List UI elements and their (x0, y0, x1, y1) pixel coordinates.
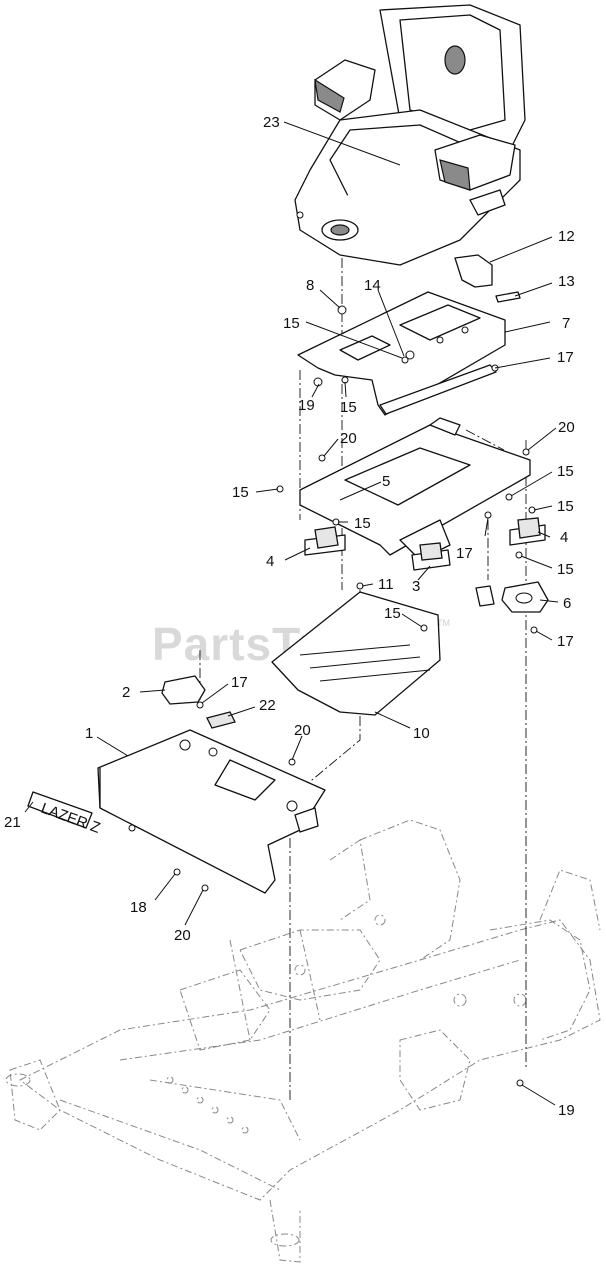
seat-assembly (294, 4, 526, 266)
hw-19a (318, 454, 326, 462)
callout-8: 8 (306, 277, 314, 294)
callout-20a: 20 (294, 722, 311, 739)
part-16-slide-rail (379, 364, 497, 415)
part-13-bolt (495, 291, 521, 303)
part-17-clip (475, 585, 495, 607)
part-2-bracket (161, 675, 206, 705)
hw-19b (522, 448, 530, 456)
callout-16: 17 (557, 349, 574, 366)
leader-lines (24, 121, 559, 1106)
part-1-console-panel (97, 729, 326, 894)
callout-18: 19 (298, 397, 315, 414)
callout-17b: 17 (557, 633, 574, 650)
callout-17c: 17 (231, 674, 248, 691)
callout-7: 7 (562, 315, 570, 332)
callout-15c: 15 (557, 463, 574, 480)
part-4-isolator-left (304, 526, 346, 556)
watermark-trademark: TM (437, 618, 450, 628)
callout-11: 11 (378, 576, 394, 593)
callout-10: 10 (413, 725, 430, 742)
hw-17b (530, 626, 538, 634)
hw-17c (196, 701, 204, 709)
callout-17a: 17 (456, 545, 473, 562)
callout-15f: 15 (354, 515, 371, 532)
part-21-decal: LAZER Z (27, 791, 102, 837)
callout-22: 22 (259, 697, 276, 714)
part-22-decal (206, 711, 236, 729)
part-12-bracket (454, 254, 493, 288)
callout-15d: 15 (232, 484, 249, 501)
callout-5: 5 (382, 473, 390, 490)
hw-20b (201, 884, 209, 892)
callout-4a: 4 (266, 553, 274, 570)
part-3-isolator (411, 542, 451, 571)
callout-21: 21 (4, 814, 21, 831)
hw-15h (420, 624, 428, 632)
callout-20b: 20 (174, 927, 191, 944)
callout-19a: 20 (340, 430, 357, 447)
callout-19b: 20 (558, 419, 575, 436)
callout-23: 23 (263, 114, 280, 131)
callout-15a: 15 (283, 315, 300, 332)
part-4-isolator-right (509, 517, 546, 546)
callout-1: 1 (85, 725, 93, 742)
hw-15g (515, 551, 523, 559)
callout-3: 3 (412, 578, 420, 595)
hw-15d (505, 493, 513, 501)
callout-15e: 15 (557, 498, 574, 515)
callout-15b: 15 (340, 399, 357, 416)
callout-12: 12 (558, 228, 575, 245)
callout-4b: 4 (560, 529, 568, 546)
callout-2: 2 (122, 684, 130, 701)
callout-labels: 23 12 13 8 14 7 15 17 19 15 20 20 15 5 1… (4, 114, 575, 1119)
part-7-seat-plate (297, 291, 506, 416)
callout-17d: 18 (130, 899, 147, 916)
part-10-cover-plate (271, 591, 441, 716)
hw-17d (173, 868, 181, 876)
callout-13: 13 (558, 273, 575, 290)
callout-15h: 15 (384, 605, 401, 622)
callout-17e: 19 (558, 1102, 575, 1119)
hw-17a (484, 511, 492, 519)
hw-15a (401, 356, 409, 364)
hw-17e (516, 1079, 524, 1087)
callout-15g: 15 (557, 561, 574, 578)
callout-6: 6 (563, 595, 571, 612)
callout-14: 14 (364, 277, 381, 294)
hw-18 (313, 377, 323, 387)
mower-frame (5, 819, 601, 1263)
